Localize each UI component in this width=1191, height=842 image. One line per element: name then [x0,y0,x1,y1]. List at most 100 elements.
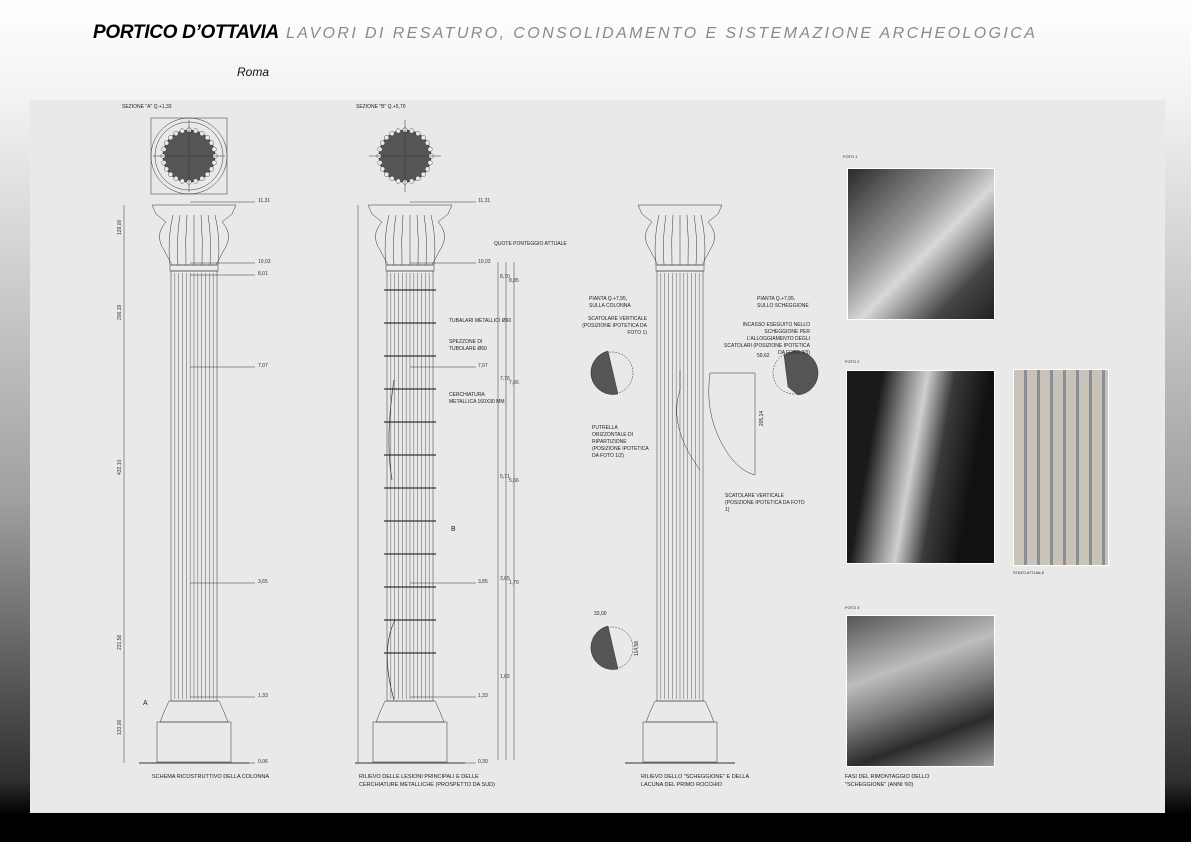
flute [209,140,215,146]
dim-small: 33,00 [594,611,607,617]
plan-fragment [590,625,619,670]
plan-right-label: PIANTA Q.+7,95, SULLO SCHEGGIONE [757,296,809,309]
section-a-label: SEZIONE "A" q.+1,33 [122,104,172,110]
flute [173,176,179,182]
flute [377,160,383,166]
elevation-label: 0,06 [258,759,268,765]
note-box-2: SCATOLARE VERTICALE (POSIZIONE IPOTETICA… [725,493,805,513]
flute [384,135,390,141]
plinth [156,721,232,763]
flute [420,171,426,177]
elevation-label: 11,31 [478,198,490,204]
flute [395,128,401,134]
flute [209,166,215,172]
scheggione-fragment [708,372,756,476]
elevation-label: 0,30 [478,759,488,765]
note-tubes: TUBALARI METALLICI Ø60 [449,318,512,324]
dim-small-2: 114,58 [633,641,640,656]
scaffold-elevation-label: 8,85 [509,278,519,284]
photo-stato-attuale [1013,369,1109,566]
flute [415,130,421,136]
foto1-label: FOTO 1 [843,154,858,159]
plan-fragment [783,350,819,396]
drawing1-caption: SCHEMA RICOSTRUTTIVO DELLA COLONNA [152,774,270,780]
acanthus-leaf [401,214,404,266]
dim-width: 59,62 [757,353,770,359]
flute [163,166,169,172]
page-title: PORTICO D’OTTAVIA [93,22,279,43]
flute [204,135,210,141]
plan-outline [590,351,634,395]
photo-2 [846,370,995,564]
acanthus-leaf [185,214,188,266]
flute [425,140,431,146]
crack-line [386,379,396,701]
bottom-band [0,813,1191,842]
photos-caption-1: FASI DEL RIMONTAGGIO DELLO [845,774,930,780]
dimension-label: 128,00 [117,219,123,235]
column-3 [625,204,735,764]
drawing2-caption-2: CERCHIATURE METALLICHE (PROSPETTO DA SUD… [359,782,495,788]
acanthus-leaf [214,214,220,266]
flute [427,146,433,152]
plan-right [772,350,819,396]
flute [409,178,415,184]
flute [389,130,395,136]
acanthus-leaf [663,214,667,266]
note-beam: PUTRELLA ORIZZONTALE DI RIPARTIZIONE (PO… [592,425,649,459]
photos-caption-2: "SCHEGGIONE" (ANNI '60) [845,782,914,788]
flute [425,166,431,172]
scaffold-elevation-label: 7,66 [509,380,519,386]
scaffold-title: QUOTE PONTEGGIO ATTUALE [494,241,567,247]
flute [409,128,415,134]
column-base [645,700,715,723]
elevation-label: 3,85 [478,579,488,585]
elevation-label: 1,33 [478,693,488,699]
photo-3 [846,615,995,767]
flute [179,128,185,134]
dimension-label: 231,56 [117,634,123,650]
column-base [375,700,445,723]
plan-outline [590,626,634,670]
scaffold-elevation-label: 1,70 [509,580,519,586]
flute [161,160,167,166]
flute [420,135,426,141]
page-subtitle: LAVORI DI RESATURO, CONSOLIDAMENTO E SIS… [286,25,1038,42]
elevation-label: 3,65 [258,579,268,585]
city-label: Roma [237,65,270,79]
elevation-label: 8,01 [258,271,268,277]
note-piece: SPEZZONE DI TUBOLARE Ø60 [449,339,487,352]
acanthus-leaf [700,214,706,266]
acanthus-leaf [423,214,427,266]
acanthus-leaf [430,214,436,266]
column-1 [139,204,249,764]
flute [415,176,421,182]
flute [168,135,174,141]
flute [179,178,185,184]
drawing2-caption-1: RILIEVO DELLE LESIONI PRINCIPALI E DELLE [359,774,479,780]
flute [163,140,169,146]
acanthus-leaf [200,214,203,266]
foto3-label: FOTO 3 [845,605,860,610]
acanthus-leaf [384,214,390,266]
column-base [159,700,229,723]
flute [193,128,199,134]
flute [379,166,385,172]
acanthus-leaf [416,214,419,266]
photo-1 [847,168,995,320]
dimension-label: 133,00 [117,719,123,735]
drawing3-caption-1: RILIEVO DELLO "SCHEGGIONE" E DELLA [641,774,750,780]
scaffold-elevation-label: 5,66 [509,478,519,484]
flute [204,171,210,177]
elevation-label: 10,03 [478,259,491,265]
elevation-label: 7,07 [478,363,488,369]
dimension-label: 432,10 [117,459,123,475]
stato-label: STATO ATTUALE [1013,570,1045,575]
plinth [372,721,448,763]
marker-a: A [143,700,148,707]
dimension-label: 206,19 [117,304,123,320]
section-ring [150,117,228,195]
scaffold-elevation-label: 7,76 [500,376,510,382]
acanthus-leaf [686,214,689,266]
